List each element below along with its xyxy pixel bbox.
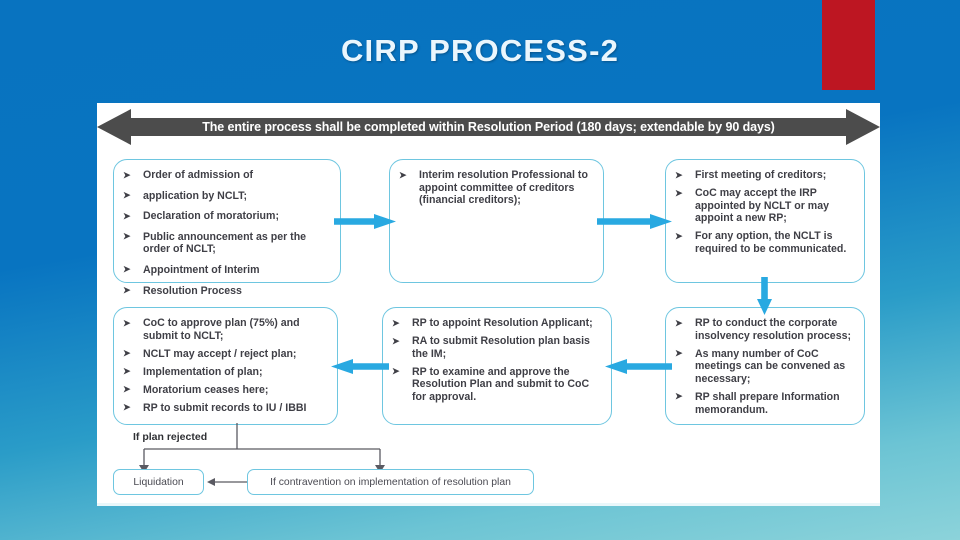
- list-item: CoC to approve plan (75%) and submit to …: [122, 316, 327, 342]
- arrow-right-icon: [597, 214, 672, 229]
- list-item: Appointment of Interim: [122, 263, 330, 277]
- resolution-period-text: The entire process shall be completed wi…: [131, 118, 846, 136]
- cirp-process-diagram: The entire process shall be completed wi…: [97, 103, 880, 505]
- arrow-right-icon: [334, 214, 396, 229]
- list-item: Declaration of moratorium;: [122, 210, 330, 223]
- process-step-box-admission[interactable]: Order of admission of application by NCL…: [113, 159, 341, 297]
- list-item: Public announcement as per the order of …: [122, 230, 330, 256]
- process-step-box-coc-formation[interactable]: Interim resolution Professional to appoi…: [389, 159, 604, 283]
- process-step-box-plan-approval[interactable]: CoC to approve plan (75%) and submit to …: [113, 307, 338, 425]
- list-item: Order of admission of: [122, 169, 330, 182]
- list-item: Moratorium ceases here;: [122, 383, 327, 397]
- list-item: For any option, the NCLT is required to …: [674, 230, 854, 255]
- accent-bar: [822, 0, 875, 90]
- process-step-box-resolution-plan[interactable]: RP to appoint Resolution Applicant; RA t…: [382, 307, 612, 425]
- list-item: RP to submit records to IU / IBBI: [122, 401, 327, 415]
- rejection-connector-lines: [139, 423, 385, 486]
- resolution-period-banner: The entire process shall be completed wi…: [97, 105, 880, 149]
- list-item: RP shall prepare Information memorandum.: [674, 390, 854, 416]
- contravention-box[interactable]: If contravention on implementation of re…: [247, 469, 534, 495]
- list-item: RP to examine and approve the Resolution…: [391, 365, 601, 404]
- list-item: First meeting of creditors;: [674, 169, 854, 182]
- list-item: application by NCLT;: [122, 189, 330, 203]
- page-title: CIRP PROCESS-2: [340, 33, 620, 68]
- process-step-box-first-coc-meeting[interactable]: First meeting of creditors; CoC may acce…: [665, 159, 865, 283]
- if-plan-rejected-label: If plan rejected: [133, 431, 208, 443]
- arrowhead-left-icon: [207, 478, 215, 486]
- list-item: CoC may accept the IRP appointed by NCLT…: [674, 187, 854, 225]
- list-item: Implementation of plan;: [122, 365, 327, 379]
- liquidation-label: Liquidation: [133, 476, 184, 488]
- arrow-left-icon: [331, 359, 389, 374]
- list-item: Resolution Process: [122, 284, 330, 298]
- panel-bottom-edge: [97, 503, 880, 506]
- contravention-label: If contravention on implementation of re…: [270, 476, 511, 488]
- list-item: RP to appoint Resolution Applicant;: [391, 317, 601, 330]
- arrow-left-icon: [605, 359, 672, 374]
- list-item: NCLT may accept / reject plan;: [122, 347, 327, 361]
- list-item: Interim resolution Professional to appoi…: [398, 169, 593, 207]
- list-item: As many number of CoC meetings can be co…: [674, 347, 854, 386]
- liquidation-box[interactable]: Liquidation: [113, 469, 204, 495]
- list-item: RP to conduct the corporate insolvency r…: [674, 316, 854, 342]
- process-step-box-rp-conduct-cirp[interactable]: RP to conduct the corporate insolvency r…: [665, 307, 865, 425]
- list-item: RA to submit Resolution plan basis the I…: [391, 335, 601, 360]
